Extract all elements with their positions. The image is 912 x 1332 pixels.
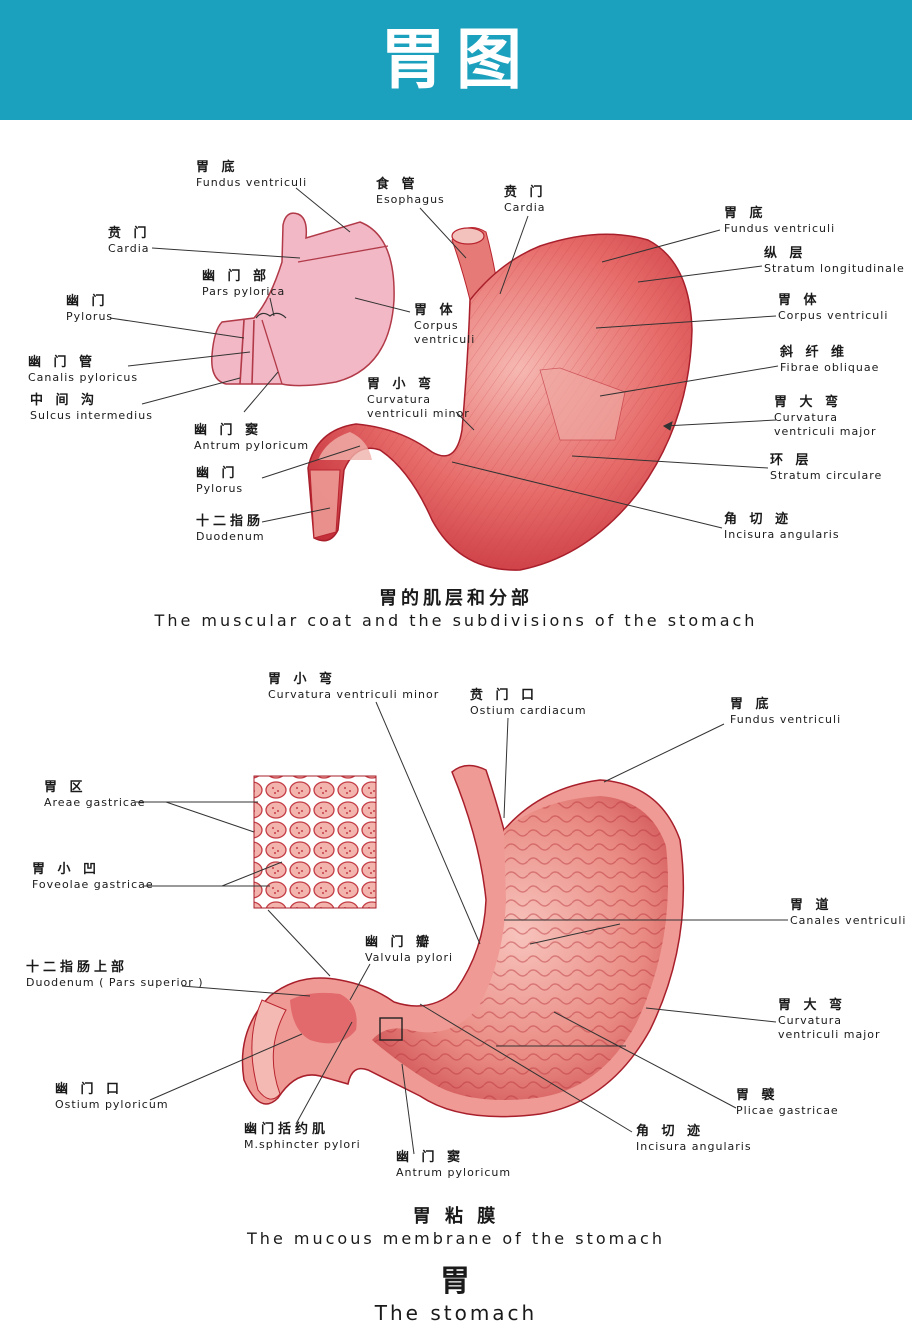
label-foveolae-gastricae: 胃 小 凹 Foveolae gastricae — [32, 862, 154, 891]
label-fibrae-obliquae: 斜 纤 维 Fibrae obliquae — [780, 345, 880, 374]
label-areae-gastricae: 胃 区 Areae gastricae — [44, 780, 146, 809]
label-minor-curvature-2: 胃 小 弯 Curvatura ventriculi minor — [268, 672, 440, 701]
label-plicae-gastricae: 胃 襞 Plicae gastricae — [736, 1088, 839, 1117]
header-banner: 胃图 — [0, 0, 912, 120]
mucosa-stomach-illustration — [241, 764, 685, 1118]
label-pylorus-small: 幽 门 Pylorus — [66, 294, 114, 323]
label-minor-curvature: 胃 小 弯 Curvatura ventriculi minor — [367, 377, 470, 420]
label-valvula-pylori: 幽 门 瓣 Valvula pylori — [365, 935, 454, 964]
gastric-areas-inset — [253, 775, 377, 909]
label-corpus-small: 胃 体 Corpus ventriculi — [414, 303, 476, 346]
label-stratum-longitudinale: 纵 层 Stratum longitudinale — [764, 246, 905, 275]
label-pylorus-big: 幽 门 Pylorus — [196, 466, 244, 495]
label-ostium-cardiacum: 贲 门 口 Ostium cardiacum — [470, 688, 587, 717]
label-sphincter-pylori: 幽门括约肌 M.sphincter pylori — [244, 1122, 361, 1151]
label-cardia-small: 贲 门 Cardia — [108, 226, 151, 255]
label-fundus-big: 胃 底 Fundus ventriculi — [724, 206, 836, 235]
label-corpus-big: 胃 体 Corpus ventriculi — [778, 293, 889, 322]
label-antrum-pyloricum: 幽 门 窦 Antrum pyloricum — [194, 423, 310, 452]
label-pars-pylorica: 幽 门 部 Pars pylorica — [202, 269, 286, 298]
label-fundus-2: 胃 底 Fundus ventriculi — [730, 697, 842, 726]
small-stomach-schematic — [211, 212, 395, 387]
leader-lines-fig2 — [136, 701, 788, 1155]
label-major-curvature-2: 胃 大 弯 Curvatura ventriculi major — [778, 998, 881, 1041]
page-title: 胃图 — [380, 21, 532, 98]
label-ostium-pyloricum: 幽 门 口 Ostium pyloricum — [55, 1082, 169, 1111]
label-canalis-pyloricus: 幽 门 管 Canalis pyloricus — [28, 355, 139, 384]
label-incisura-angularis-2: 角 切 迹 Incisura angularis — [636, 1124, 752, 1153]
label-fundus-small: 胃 底 Fundus ventriculi — [196, 160, 308, 189]
footer-title: 胃 The stomach — [374, 1264, 538, 1325]
label-esophagus: 食 管 Esophagus — [376, 177, 445, 206]
label-duodenum: 十二指肠 Duodenum — [196, 514, 265, 543]
label-stratum-circulare: 环 层 Stratum circulare — [770, 453, 883, 482]
label-cardia-big: 贲 门 Cardia — [504, 185, 547, 214]
label-duodenum-pars-superior: 十二指肠上部 Duodenum ( Pars superior ) — [26, 960, 204, 989]
label-sulcus-intermedius: 中 间 沟 Sulcus intermedius — [30, 393, 153, 422]
label-major-curvature: 胃 大 弯 Curvatura ventriculi major — [774, 395, 877, 438]
muscular-stomach-illustration — [307, 227, 693, 571]
label-incisura-angularis: 角 切 迹 Incisura angularis — [724, 512, 840, 541]
label-antrum-pyloricum-2: 幽 门 窦 Antrum pyloricum — [396, 1150, 512, 1179]
leader-lines-fig1 — [109, 187, 779, 529]
figure1-caption: 胃的肌层和分部 The muscular coat and the subdiv… — [154, 588, 758, 630]
small-stomach-outline — [211, 212, 395, 387]
figure2-caption: 胃 粘 膜 The mucous membrane of the stomach — [247, 1206, 665, 1248]
label-canales-ventriculi: 胃 道 Canales ventriculi — [790, 898, 907, 927]
